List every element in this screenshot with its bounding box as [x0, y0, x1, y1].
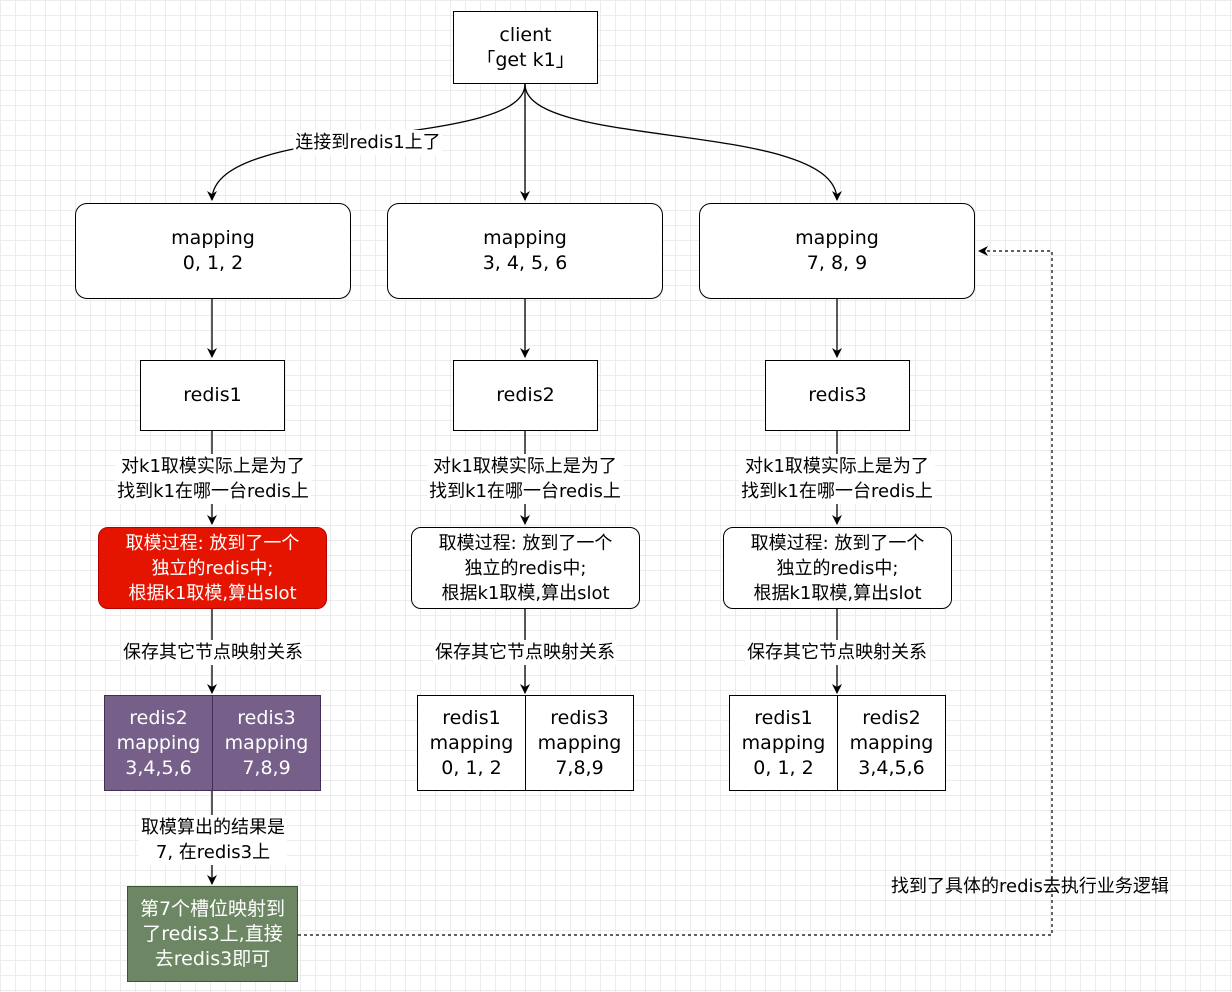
- modulo-purpose-label-1: 对k1取模实际上是为了 找到k1在哪一台redis上: [115, 454, 311, 504]
- final-label: 找到了具体的redis去执行业务逻辑: [891, 876, 1169, 897]
- mapping-node-1: mapping 0, 1, 2: [75, 203, 351, 299]
- peer-mapping-cell: redis1 mapping 0, 1, 2: [417, 695, 526, 791]
- redis-node-1: redis1: [140, 360, 285, 431]
- save-mapping-label-2: 保存其它节点映射关系: [433, 640, 617, 665]
- peer-mapping-cell: redis1 mapping 0, 1, 2: [729, 695, 838, 791]
- peer-mapping-cell: redis2 mapping 3,4,5,6: [837, 695, 946, 791]
- save-mapping-label-3: 保存其它节点映射关系: [745, 640, 929, 665]
- edge-label-connect: 连接到redis1上了: [293, 130, 443, 155]
- edge-client-mapping3: [524, 83, 842, 201]
- peer-mapping-cell: redis3 mapping 7,8,9: [212, 695, 321, 791]
- modulo-process-node-3: 取模过程: 放到了一个 独立的redis中; 根据k1取模,算出slot: [723, 527, 952, 609]
- modulo-process-node-1: 取模过程: 放到了一个 独立的redis中; 根据k1取模,算出slot: [98, 527, 327, 609]
- modulo-process-node-2: 取模过程: 放到了一个 独立的redis中; 根据k1取模,算出slot: [411, 527, 640, 609]
- client-node: client 「get k1」: [453, 11, 598, 84]
- redis-node-2: redis2: [453, 360, 598, 431]
- peer-mapping-cell: redis2 mapping 3,4,5,6: [104, 695, 213, 791]
- mapping-node-2: mapping 3, 4, 5, 6: [387, 203, 663, 299]
- slot-node: 第7个槽位映射到 了redis3上,直接 去redis3即可: [127, 886, 298, 982]
- peer-mapping-cell: redis3 mapping 7,8,9: [525, 695, 634, 791]
- result-label: 取模算出的结果是 7, 在redis3上: [139, 815, 287, 865]
- mapping-node-3: mapping 7, 8, 9: [699, 203, 975, 299]
- modulo-purpose-label-2: 对k1取模实际上是为了 找到k1在哪一台redis上: [427, 454, 623, 504]
- redis-node-3: redis3: [765, 360, 910, 431]
- save-mapping-label-1: 保存其它节点映射关系: [121, 640, 305, 665]
- modulo-purpose-label-3: 对k1取模实际上是为了 找到k1在哪一台redis上: [739, 454, 935, 504]
